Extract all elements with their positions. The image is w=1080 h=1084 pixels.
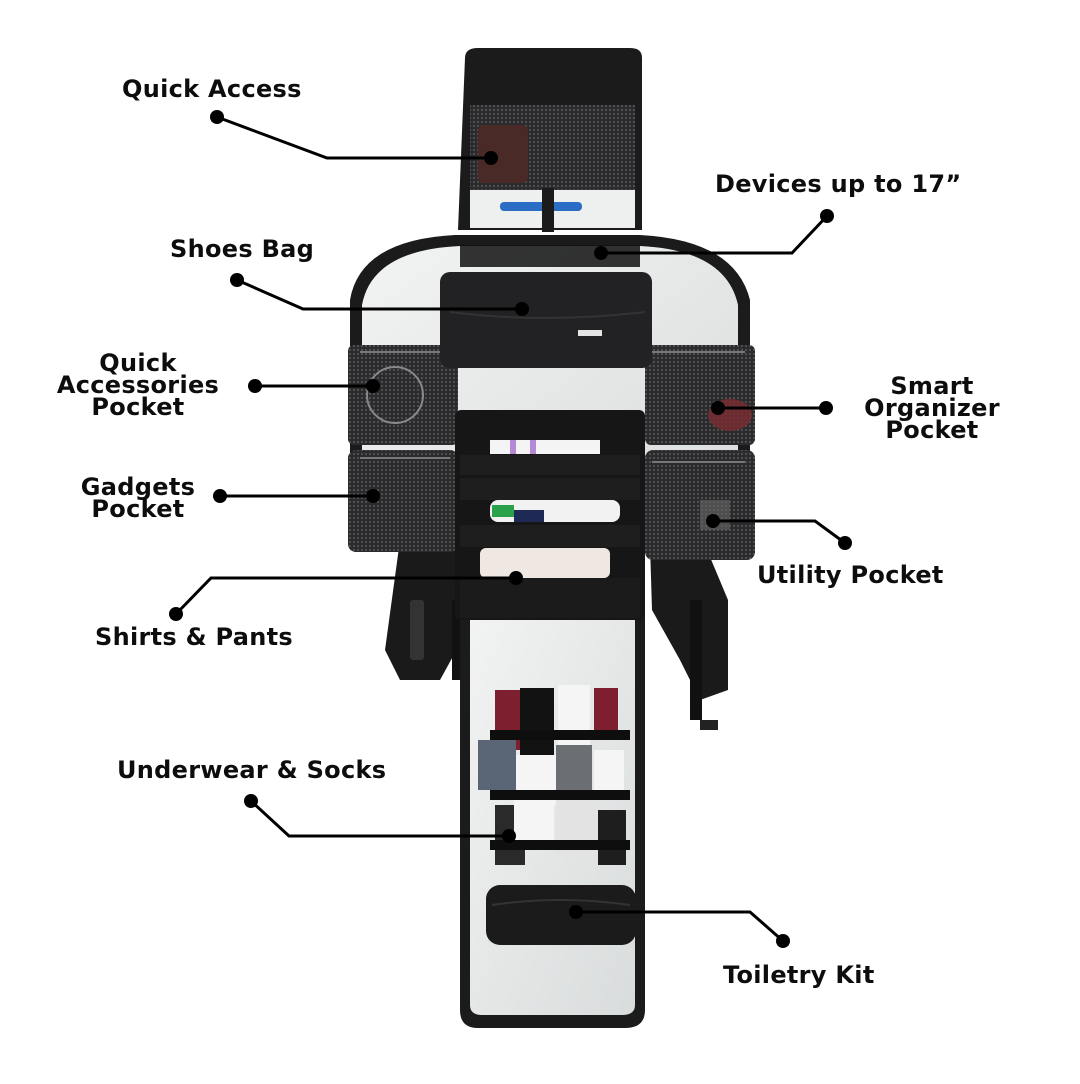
underwear-socks-target-dot: [502, 829, 516, 843]
toiletry-kit-target-dot: [569, 905, 583, 919]
label-line: Utility Pocket: [757, 561, 944, 589]
shirts-pants-organizer: [455, 410, 645, 620]
gadgets-pocket-panel: [348, 450, 458, 552]
wallet-item: [478, 125, 528, 183]
label-line: Organizer: [864, 394, 1000, 422]
label-line: Toiletry Kit: [723, 961, 875, 989]
quick-accessories-pocket-target-dot: [366, 379, 380, 393]
smart-organizer-pocket-label-dot: [819, 401, 833, 415]
devices-label: Devices up to 17”: [715, 170, 962, 198]
label-line: Quick Access: [122, 75, 302, 103]
quick-access-lid: [458, 48, 642, 232]
label-line: Shirts & Pants: [95, 623, 294, 651]
label-line: Gadgets: [80, 473, 196, 501]
quick-access-target-dot: [484, 151, 498, 165]
shoes-bag-label: Shoes Bag: [170, 235, 315, 263]
quick-accessories-pocket-label-dot: [248, 379, 262, 393]
shirts-pants-target-dot: [509, 571, 523, 585]
utility-pocket-panel: [645, 450, 755, 560]
toiletry-kit-label: Toiletry Kit: [723, 961, 875, 989]
shoes-bag: [440, 245, 652, 368]
label-line: Pocket: [91, 495, 185, 523]
shirts-pants-label-dot: [169, 607, 183, 621]
toiletry-kit-bag: [486, 885, 636, 945]
toiletry-kit-leader-line: [576, 910, 784, 943]
label-line: Pocket: [91, 393, 185, 421]
shoes-bag-label-dot: [230, 273, 244, 287]
label-line: Shoes Bag: [170, 235, 315, 263]
utility-pocket-label-dot: [838, 536, 852, 550]
label-line: Accessories: [56, 371, 220, 399]
gadgets-pocket-label-dot: [213, 489, 227, 503]
underwear-socks-label-dot: [244, 794, 258, 808]
toiletry-kit-label-dot: [776, 934, 790, 948]
quick-access-label-dot: [210, 110, 224, 124]
utility-pocket-leader-line: [713, 519, 846, 545]
underwear-socks-label: Underwear & Socks: [117, 756, 387, 784]
shoulder-strap-left: [385, 540, 464, 680]
utility-pocket-label: Utility Pocket: [757, 561, 944, 589]
pen-item: [500, 202, 582, 211]
devices-label-dot: [820, 209, 834, 223]
shirts-pants-label: Shirts & Pants: [95, 623, 294, 651]
underwear-socks-rolls: [478, 685, 630, 865]
underwear-socks-leader-line: [249, 799, 509, 838]
brand-tag: [578, 330, 602, 336]
devices-target-dot: [594, 246, 608, 260]
label-line: Quick: [99, 349, 177, 377]
shoes-bag-leader-line: [236, 278, 522, 311]
gadgets-pocket-target-dot: [366, 489, 380, 503]
shoes-bag-target-dot: [515, 302, 529, 316]
smart-organizer-pocket-target-dot: [711, 401, 725, 415]
quick-access-leader-line: [216, 115, 491, 160]
label-line: Smart: [890, 372, 974, 400]
label-line: Pocket: [885, 416, 979, 444]
utility-pocket-target-dot: [706, 514, 720, 528]
label-line: Underwear & Socks: [117, 756, 387, 784]
quick-accessories-pocket-panel: [348, 345, 458, 445]
label-line: Devices up to 17”: [715, 170, 962, 198]
shoulder-strap-right: [650, 545, 728, 730]
devices-leader-line: [601, 214, 829, 255]
shirts-pants-leader-line: [174, 576, 516, 616]
quick-access-label: Quick Access: [122, 75, 302, 103]
smart-organizer-pocket-panel: [645, 345, 755, 445]
